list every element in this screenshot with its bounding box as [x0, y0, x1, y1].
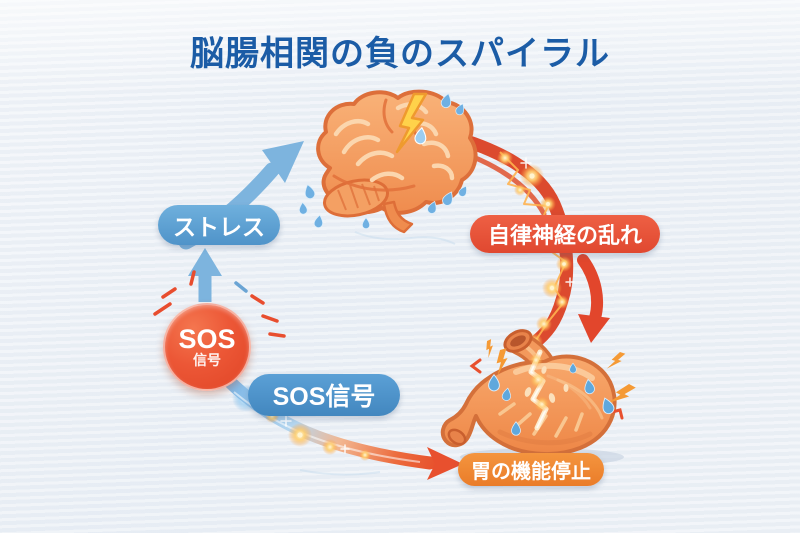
autonomic-disruption-label: 自律神経の乱れ	[487, 223, 642, 248]
lightning-bolt-icon	[395, 92, 428, 154]
brainstem	[382, 200, 414, 234]
stress-label: ストレス	[173, 214, 265, 240]
stomach-shutdown-badge: 胃の機能停止	[458, 453, 604, 486]
page-title: 脳腸相関の負のスパイラル	[190, 35, 610, 73]
sos-signal-circle: SOS 信号	[163, 303, 251, 391]
background-texture-lines	[299, 231, 456, 476]
sos-burst-rays	[153, 270, 286, 338]
sos-circle-sub-label: 信号	[193, 352, 221, 368]
sos-circle-main-label: SOS	[178, 324, 236, 354]
sos-signal-badge: SOS信号	[248, 374, 400, 416]
autonomic-disruption-badge: 自律神経の乱れ	[470, 215, 660, 253]
brain-illustration	[298, 89, 478, 234]
sos-signal-label: SOS信号	[272, 383, 376, 411]
stomach-illustration	[440, 329, 636, 466]
arrow-sos-to-stress	[188, 248, 222, 302]
arrow-autonomic-to-stomach	[577, 254, 610, 343]
stomach-shutdown-label: 胃の機能停止	[471, 461, 591, 483]
stress-badge: ストレス	[158, 205, 280, 245]
